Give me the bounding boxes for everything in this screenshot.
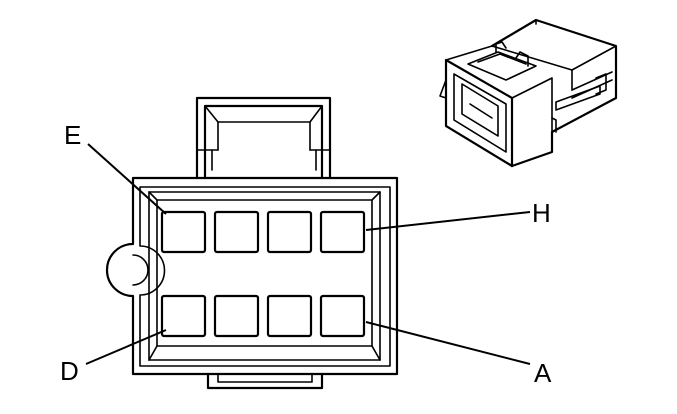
housing-foot [206,372,324,390]
leader-line-d [85,329,167,365]
leader-line-e [87,143,167,215]
locking-tab [195,96,332,180]
pin-label-a: A [534,358,552,388]
leader-line-h [365,211,531,231]
terminal-cavity [319,210,366,254]
pin-label-e: E [64,120,81,150]
terminal-cavity [213,210,260,254]
terminal-cavity [266,294,313,338]
keying-notch [132,254,149,286]
terminal-cavity [319,294,366,338]
leader-line-a [365,321,531,365]
terminal-cavity [213,294,260,338]
connector-isometric-view [439,18,618,168]
pin-label-h: H [532,198,551,228]
pin-label-d: D [60,356,79,386]
terminal-cavity [160,294,207,338]
terminal-cavities [160,210,366,338]
connector-housing [105,176,399,390]
terminal-cavity [266,210,313,254]
terminal-cavity [160,210,207,254]
connector-face-view: E H D A [60,96,552,390]
